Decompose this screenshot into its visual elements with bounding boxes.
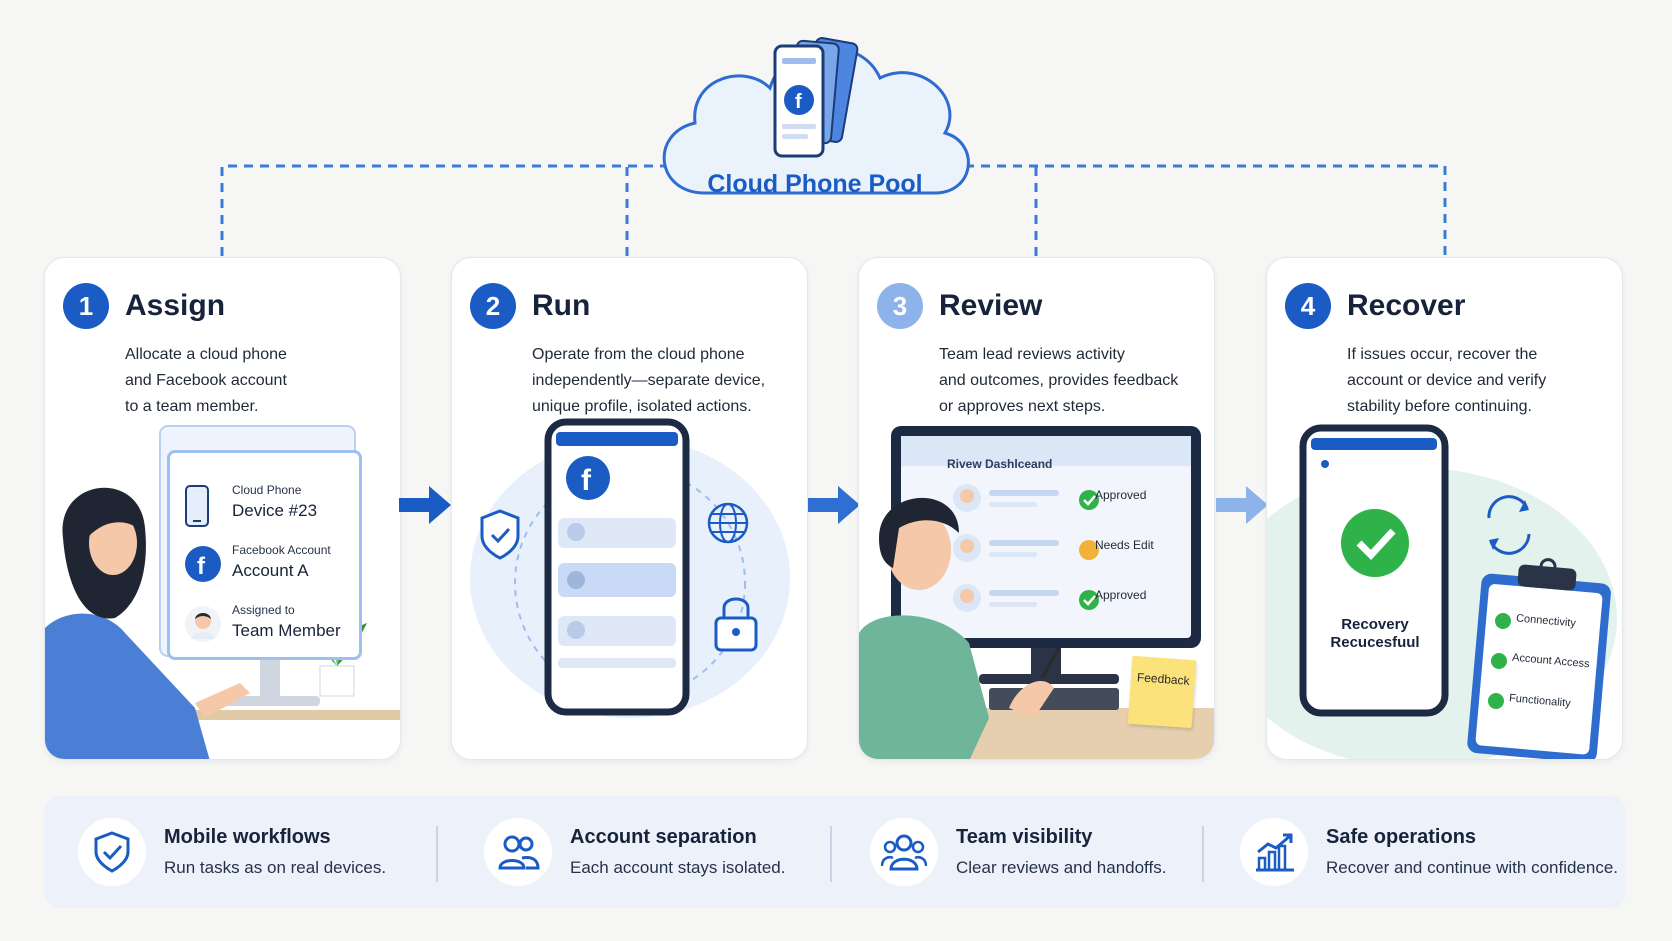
step-title: Review xyxy=(939,289,1043,322)
feature-divider xyxy=(830,826,832,882)
feature-description: Run tasks as on real devices. xyxy=(164,858,387,877)
svg-text:f: f xyxy=(581,464,592,497)
step-title: Run xyxy=(532,289,591,322)
team-icon xyxy=(870,818,938,886)
phone-icon xyxy=(185,485,209,527)
step-card-assign: 1 Assign Allocate a cloud phone and Face… xyxy=(44,257,401,760)
feature-title: Safe operations xyxy=(1326,826,1477,848)
flow-arrow-icon xyxy=(1216,486,1268,524)
feature-title: Team visibility xyxy=(956,826,1093,848)
step-number-badge: 4 xyxy=(1285,283,1331,329)
growth-chart-icon xyxy=(1240,818,1308,886)
run-illustration: f xyxy=(470,418,790,718)
status-badge: Approved xyxy=(1095,588,1147,602)
step-description: If issues occur, recover the account or … xyxy=(1347,346,1547,415)
feature-title: Account separation xyxy=(570,826,757,848)
feature-description: Clear reviews and handoffs. xyxy=(956,858,1167,877)
step-title: Assign xyxy=(125,289,226,322)
dashboard-title: Rivew Dashlceand xyxy=(947,457,1053,471)
svg-text:f: f xyxy=(197,553,206,580)
step-description: Allocate a cloud phone and Facebook acco… xyxy=(125,346,287,415)
status-badge: Needs Edit xyxy=(1095,538,1154,552)
step-number-badge: 2 xyxy=(470,283,516,329)
step-description: Operate from the cloud phone independent… xyxy=(532,346,766,415)
recover-illustration xyxy=(1267,424,1617,759)
feature-strip: Mobile workflows Run tasks as on real de… xyxy=(44,796,1626,908)
shield-check-icon xyxy=(78,818,146,886)
feature-divider xyxy=(1202,826,1204,882)
step-card-recover: 4 Recover If issues occur, recover the a… xyxy=(1266,257,1623,760)
assignment-panel: Cloud Phone Device #23 f Facebook Accoun… xyxy=(167,450,362,660)
feature-divider xyxy=(436,826,438,882)
review-illustration xyxy=(859,426,1214,759)
users-icon xyxy=(484,818,552,886)
avatar xyxy=(185,606,221,642)
step-number-badge: 1 xyxy=(63,283,109,329)
feature-title: Mobile workflows xyxy=(164,826,331,848)
feedback-sticky-note: Feedback xyxy=(1127,655,1197,729)
feature-description: Each account stays isolated. xyxy=(570,858,786,877)
svg-text:f: f xyxy=(795,91,802,113)
recovery-success-text: Recovery Recucesfuul xyxy=(1330,616,1420,651)
step-number-badge: 3 xyxy=(877,283,923,329)
step-card-review: 3 Review Team lead reviews activity and … xyxy=(858,257,1215,760)
step-title: Recover xyxy=(1347,289,1466,322)
step-description: Team lead reviews activity and outcomes,… xyxy=(939,346,1179,415)
cloud-pool-label: Cloud Phone Pool xyxy=(707,170,923,198)
feature-description: Recover and continue with confidence. xyxy=(1326,858,1619,877)
flow-arrow-icon xyxy=(808,486,860,524)
facebook-icon: f xyxy=(185,546,221,582)
flow-arrow-icon xyxy=(399,486,451,524)
assignment-row-device: Cloud Phone Device #23 xyxy=(184,481,354,531)
status-badge: Approved xyxy=(1095,488,1147,502)
cloud-phone-pool-illustration: f xyxy=(662,37,970,195)
assignment-row-member: Assigned to Team Member xyxy=(184,601,354,651)
step-card-run: 2 Run Operate from the cloud phone indep… xyxy=(451,257,808,760)
assignment-row-account: f Facebook Account Account A xyxy=(184,541,354,591)
